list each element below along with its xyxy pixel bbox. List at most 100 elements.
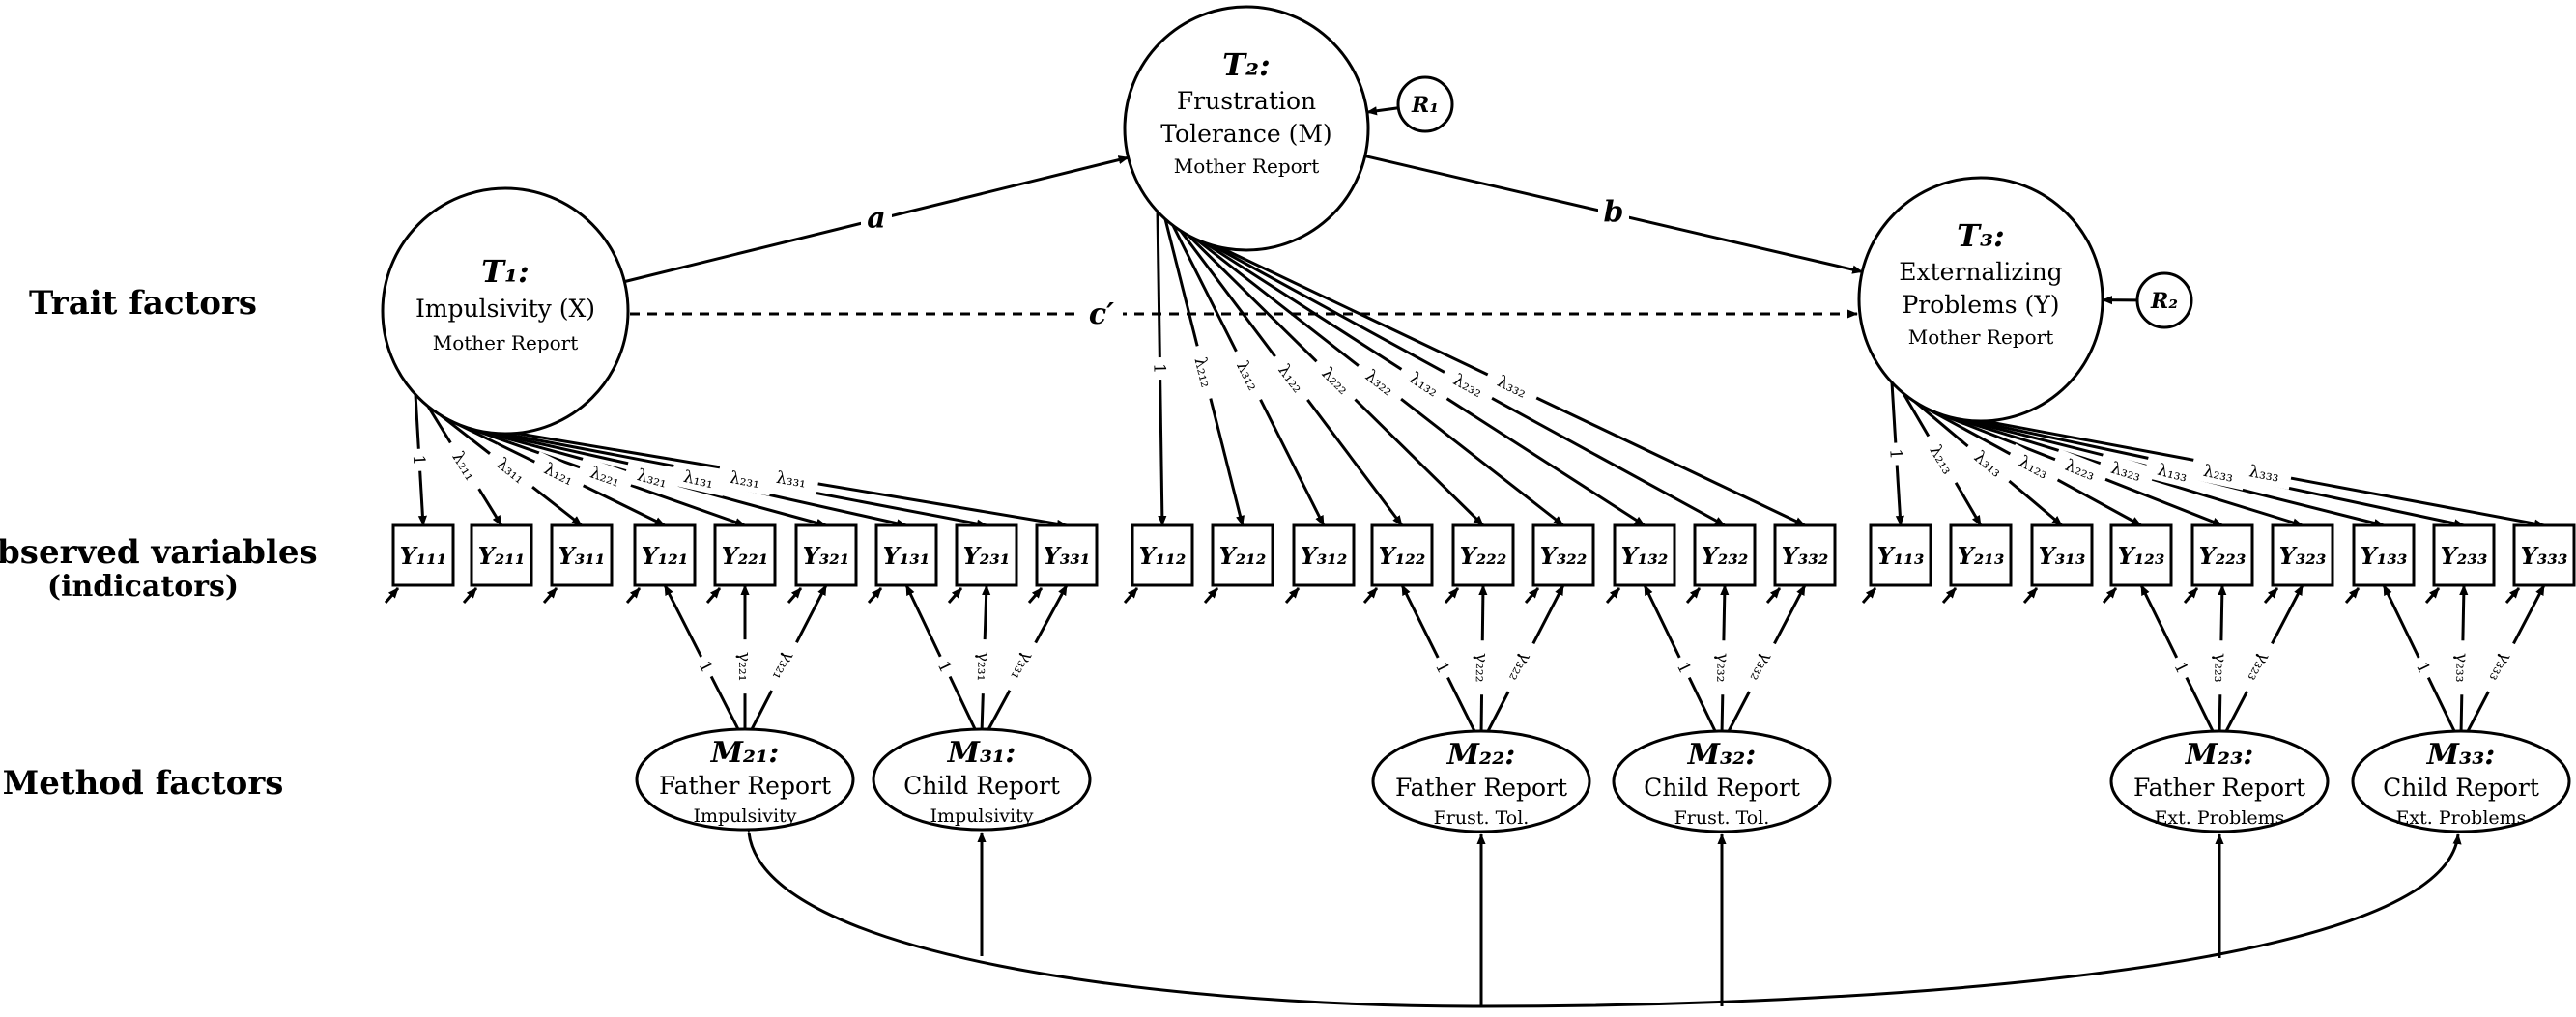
indicator-box-t1-6 [874, 523, 938, 587]
loading-label-t2-3-bg [1266, 349, 1317, 408]
method-line2-m32: Frust. Tol. [1674, 807, 1770, 829]
loading-label-t3-4-bg [2050, 448, 2110, 491]
indicator-box-t3-3 [2109, 523, 2173, 587]
indicator-box-t2-8 [1773, 523, 1837, 587]
trait-circle-t1 [381, 186, 630, 436]
loading-label-t3-7-bg [2190, 456, 2247, 491]
trait-title-t2: T₂: [1222, 46, 1271, 83]
indicator-label-t3-1: Y₂₁₃ [1958, 542, 2005, 570]
error-arrow-t1-0 [384, 587, 400, 604]
error-arrow-t2-7 [1685, 587, 1702, 604]
indicator-label-t2-0: Y₁₁₂ [1139, 542, 1187, 570]
indicator-box-t3-6 [2352, 523, 2416, 587]
error-arrow-t2-4 [1444, 587, 1460, 604]
indicator-label-t1-4: Y₂₂₁ [722, 542, 769, 570]
error-arrow-t3-6 [2344, 587, 2361, 604]
indicator-box-t1-3 [633, 523, 697, 587]
indicator-label-t1-7: Y₂₃₁ [963, 542, 1011, 570]
indicator-box-t3-4 [2190, 523, 2254, 587]
indicator-label-t2-3: Y₁₂₂ [1379, 542, 1426, 570]
loading-label-t1-5-bg [622, 459, 682, 496]
error-arrow-t3-7 [2424, 587, 2441, 604]
method-line2-m31: Impulsivity [930, 805, 1033, 827]
loading-label-t1-0: 1 [409, 454, 429, 466]
trait-title-t1: T₁: [481, 253, 530, 290]
method-line2-m23: Ext. Problems [2155, 807, 2285, 829]
method-loading-label-m23-1-bg [2208, 640, 2233, 695]
indicator-label-t2-4: Y₂₂₂ [1460, 542, 1507, 570]
loading-label-t1-7-bg [716, 463, 774, 496]
error-arrow-t2-1 [1203, 587, 1219, 604]
observed-variables-sublabel: (indicators) [47, 570, 239, 604]
error-arrow-t3-0 [1861, 587, 1877, 604]
loading-label-t2-5-bg [1351, 356, 1409, 409]
indicator-label-t2-6: Y₁₃₂ [1621, 542, 1669, 570]
path-c-prime-label-bg [1080, 293, 1123, 331]
indicator-box-t2-2 [1292, 523, 1356, 587]
error-arrow-t1-7 [947, 587, 963, 604]
indicator-label-t2-1: Y₂₁₂ [1219, 542, 1267, 570]
method-loading-label-m31-1-bg [971, 638, 997, 694]
method-loading-label-m22-2-bg [1498, 637, 1544, 697]
nodes-layer: T₁:Impulsivity (X)Mother ReportT₂:Frustr… [381, 5, 2576, 833]
method-loading-label-m21-1-bg [733, 639, 757, 694]
loading-label-t2-4-bg [1308, 353, 1363, 409]
method-loading-label-m21-0-bg [690, 651, 722, 682]
loading-label-t2-6-bg [1394, 359, 1454, 409]
method-loading-label-m21-2-bg [761, 636, 808, 696]
loading-label-t2-8-bg [1482, 364, 1542, 409]
indicator-label-t2-7: Y₂₃₂ [1702, 542, 1749, 570]
method-title-m32: M₃₂: [1687, 738, 1757, 772]
loading-label-t1-8-bg [762, 463, 820, 495]
indicator-box-t3-8 [2512, 523, 2576, 587]
method-loading-label-m22-1: γ₂₂₂ [1472, 653, 1491, 683]
indicator-label-t3-4: Y₂₂₃ [2199, 542, 2247, 570]
indicator-label-t2-8: Y₃₃₂ [1782, 542, 1829, 570]
indicator-box-t1-5 [794, 523, 858, 587]
method-loading-label-m32-0-bg [1669, 652, 1701, 683]
indicator-box-t1-2 [550, 523, 614, 587]
method-loading-label-m22-1-bg [1470, 640, 1495, 695]
path-b-label: b [1604, 196, 1624, 230]
trait-line2-t3: Problems (Y) [1902, 291, 2059, 319]
residual-circle-r2 [2135, 271, 2193, 329]
trait-title-t3: T₃: [1957, 217, 2005, 254]
indicator-label-t3-3: Y₁₂₃ [2118, 542, 2165, 570]
method-loading-label-m31-0-bg [930, 651, 960, 682]
indicator-label-t3-6: Y₁₃₃ [2361, 542, 2408, 570]
residual-circle-r1 [1396, 75, 1454, 133]
method-title-m31: M₃₁: [947, 736, 1016, 770]
error-arrow-t2-8 [1765, 587, 1782, 604]
indicator-box-t2-6 [1613, 523, 1676, 587]
indicator-label-t3-7: Y₂₃₃ [2441, 542, 2488, 570]
method-loading-label-m31-1: γ₂₃₁ [973, 651, 993, 681]
trait-circle-t3 [1857, 176, 2104, 423]
error-arrow-t1-2 [542, 587, 558, 604]
method-loading-label-m22-0-bg [1427, 652, 1459, 683]
trait-line1-t2: Frustration [1177, 87, 1316, 115]
residual-label-r2: R₂ [2150, 289, 2178, 314]
indicator-box-t2-0 [1131, 523, 1194, 587]
loading-label-t3-1-bg [1918, 430, 1966, 489]
indicator-box-t1-7 [955, 523, 1018, 587]
loading-label-t2-0: 1 [1149, 363, 1168, 374]
observed-variables-label: Observed variables [0, 533, 318, 572]
indicator-label-t1-1: Y₂₁₁ [478, 542, 526, 570]
loading-label-t3-0-bg [1883, 441, 1909, 466]
trait-line1-t3: Externalizing [1899, 258, 2062, 286]
indicator-label-t3-5: Y₃₂₃ [2279, 542, 2327, 570]
indicator-label-t1-3: Y₁₂₁ [642, 542, 689, 570]
method-loading-label-m21-1: γ₂₂₁ [734, 652, 754, 682]
indicator-box-t1-4 [713, 523, 777, 587]
loading-label-t3-6-bg [2143, 454, 2202, 491]
method-loading-label-m23-1: γ₂₂₃ [2210, 653, 2230, 683]
indicator-box-t2-1 [1211, 523, 1274, 587]
indicator-label-t3-8: Y₃₃₃ [2521, 542, 2568, 570]
method-loading-label-m31-2-bg [999, 636, 1046, 696]
loading-label-t2-2-bg [1225, 346, 1272, 406]
indicator-box-t3-7 [2432, 523, 2496, 587]
error-arrow-t1-5 [787, 587, 803, 604]
method-ellipse-m31 [872, 727, 1092, 832]
